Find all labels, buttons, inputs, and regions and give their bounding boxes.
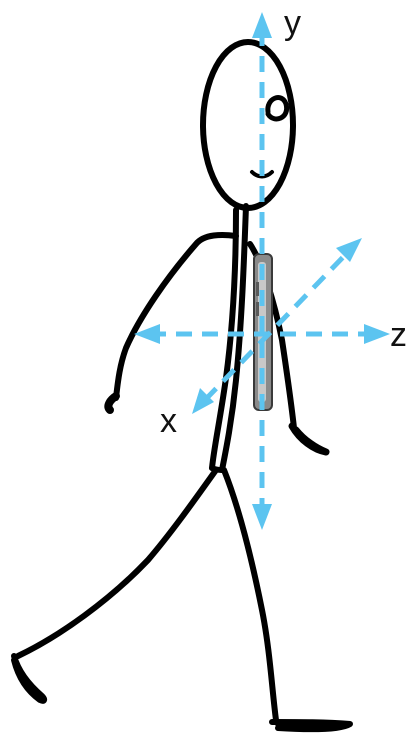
phone-button	[256, 282, 259, 296]
y-axis-arrowhead-up	[252, 12, 272, 38]
y-axis-arrowhead-down	[252, 504, 272, 530]
foot-front	[272, 722, 350, 729]
x-axis-label: x	[160, 402, 177, 440]
hand-front	[292, 426, 326, 452]
stick-figure	[14, 42, 350, 729]
head	[203, 42, 293, 208]
z-axis-label: z	[390, 316, 407, 354]
leg-back	[18, 470, 216, 656]
phone-button	[256, 302, 259, 316]
y-axis-label: y	[284, 4, 301, 42]
axes	[150, 30, 372, 515]
hand-back	[108, 396, 116, 410]
z-axis-arrowhead-right	[364, 324, 390, 344]
arm-back	[116, 235, 236, 398]
foot-back	[14, 656, 44, 701]
eye	[268, 98, 287, 119]
